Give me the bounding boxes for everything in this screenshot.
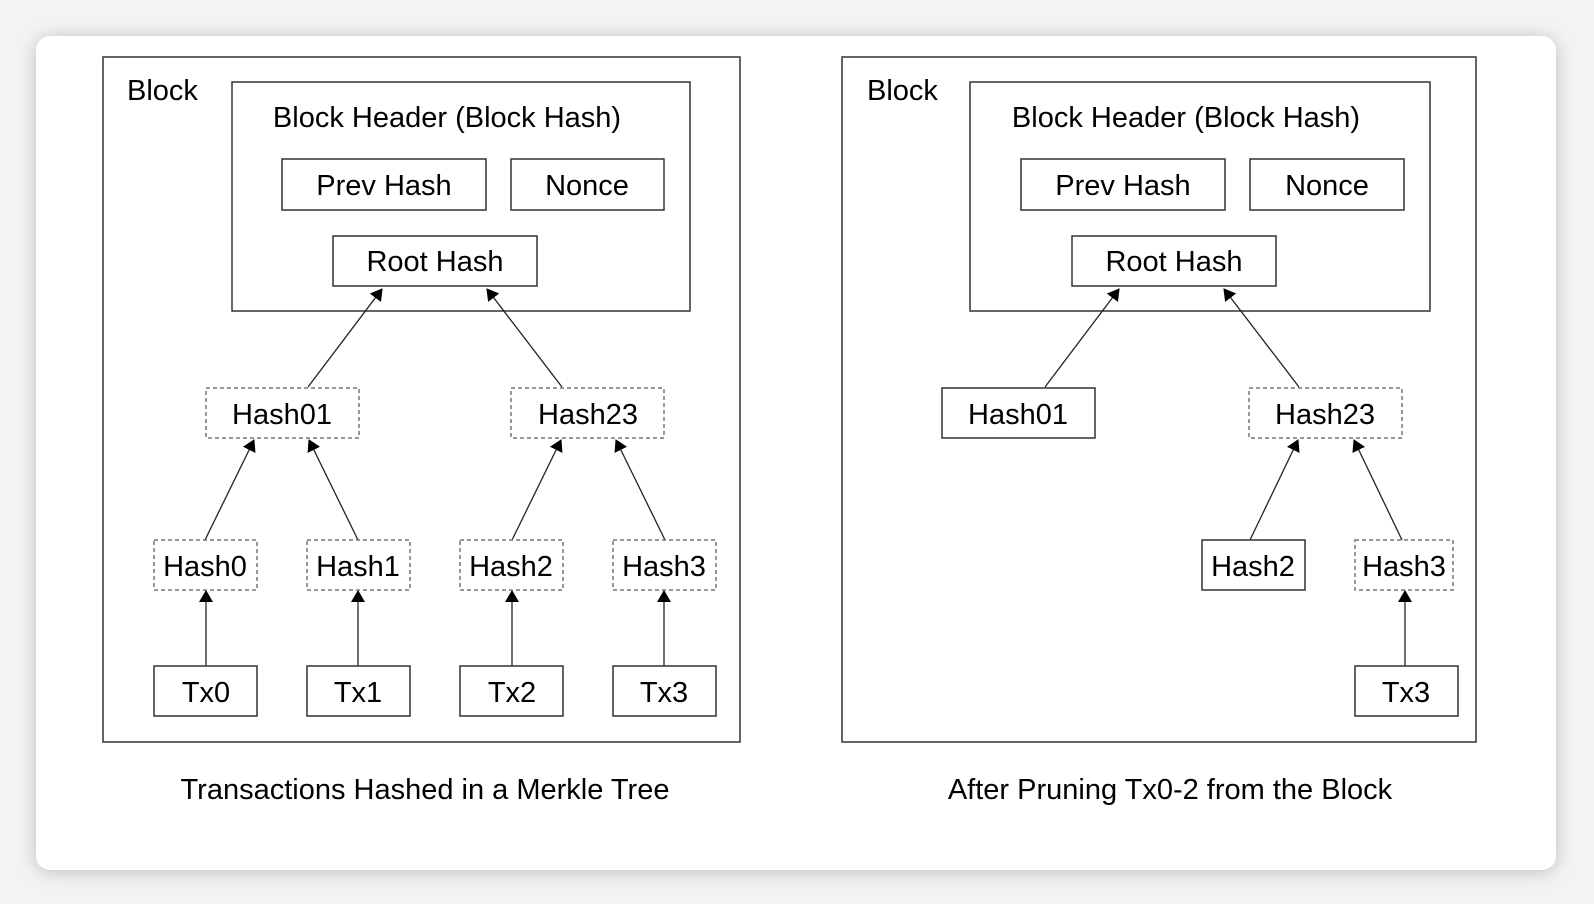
- hash3-label: Hash3: [1362, 551, 1446, 583]
- tx0-label: Tx0: [182, 677, 230, 709]
- hash2-node: [459, 539, 564, 591]
- hash2-node: [1201, 539, 1306, 591]
- nonce-label: Nonce: [1285, 170, 1369, 202]
- tx3-node: [612, 665, 717, 717]
- root-hash-label: Root Hash: [366, 246, 503, 278]
- hash01-label: Hash01: [968, 399, 1068, 431]
- panel-pruned-tree: Block Block Header (Block Hash) Prev Has…: [841, 56, 1477, 806]
- edge-hash23-root: [486, 288, 563, 388]
- block-label: Block: [127, 75, 198, 107]
- block-header-label: Block Header (Block Hash): [273, 102, 621, 134]
- right-caption: After Pruning Tx0-2 from the Block: [948, 774, 1393, 806]
- tx2-node: [459, 665, 564, 717]
- hash01-label: Hash01: [232, 399, 332, 431]
- edge-hash2-hash23: [1249, 439, 1300, 541]
- tx1-label: Tx1: [334, 677, 382, 709]
- block-frame: [841, 56, 1477, 743]
- hash23-label: Hash23: [1275, 399, 1375, 431]
- prev-hash-node: [281, 158, 487, 211]
- root-hash-node: [1071, 235, 1277, 287]
- nonce-node: [510, 158, 665, 211]
- hash01-node: [941, 387, 1096, 439]
- prev-hash-label: Prev Hash: [1055, 170, 1190, 202]
- block-header-label: Block Header (Block Hash): [1012, 102, 1360, 134]
- prev-hash-label: Prev Hash: [316, 170, 451, 202]
- tx1-node: [306, 665, 411, 717]
- edge-hash0-hash01: [204, 439, 256, 541]
- root-hash-node: [332, 235, 538, 287]
- nonce-label: Nonce: [545, 170, 629, 202]
- tx0-node: [153, 665, 258, 717]
- hash2-label: Hash2: [1211, 551, 1295, 583]
- tx3-label: Tx3: [1382, 677, 1430, 709]
- block-frame: [102, 56, 741, 743]
- block-header-frame: [969, 81, 1431, 312]
- edge-hash23-root: [1223, 288, 1300, 388]
- edge-hash2-hash23: [511, 439, 563, 541]
- tx3-label: Tx3: [640, 677, 688, 709]
- hash3-label: Hash3: [622, 551, 706, 583]
- hash23-label: Hash23: [538, 399, 638, 431]
- hash2-label: Hash2: [469, 551, 553, 583]
- hash0-label: Hash0: [163, 551, 247, 583]
- hash23-node: [510, 387, 665, 439]
- block-label: Block: [867, 75, 938, 107]
- left-caption: Transactions Hashed in a Merkle Tree: [181, 774, 670, 806]
- tx3-node: [1354, 665, 1459, 717]
- prev-hash-node: [1020, 158, 1226, 211]
- tx2-label: Tx2: [488, 677, 536, 709]
- nonce-node: [1249, 158, 1405, 211]
- root-hash-label: Root Hash: [1105, 246, 1242, 278]
- hash1-label: Hash1: [316, 551, 400, 583]
- hash01-node: [205, 387, 360, 439]
- edge-hash01-root: [307, 288, 383, 388]
- hash23-node: [1248, 387, 1403, 439]
- hash0-node: [153, 539, 258, 591]
- block-header-frame: [231, 81, 691, 312]
- hash3-node: [612, 539, 717, 591]
- hash3-node: [1354, 539, 1454, 591]
- edge-hash1-hash01: [307, 439, 359, 541]
- panel-full-tree: Block Block Header (Block Hash) Prev Has…: [102, 56, 741, 806]
- edge-hash3-hash23: [614, 439, 666, 541]
- edge-hash3-hash23: [1352, 439, 1403, 541]
- edge-hash01-root: [1044, 288, 1120, 388]
- hash1-node: [306, 539, 411, 591]
